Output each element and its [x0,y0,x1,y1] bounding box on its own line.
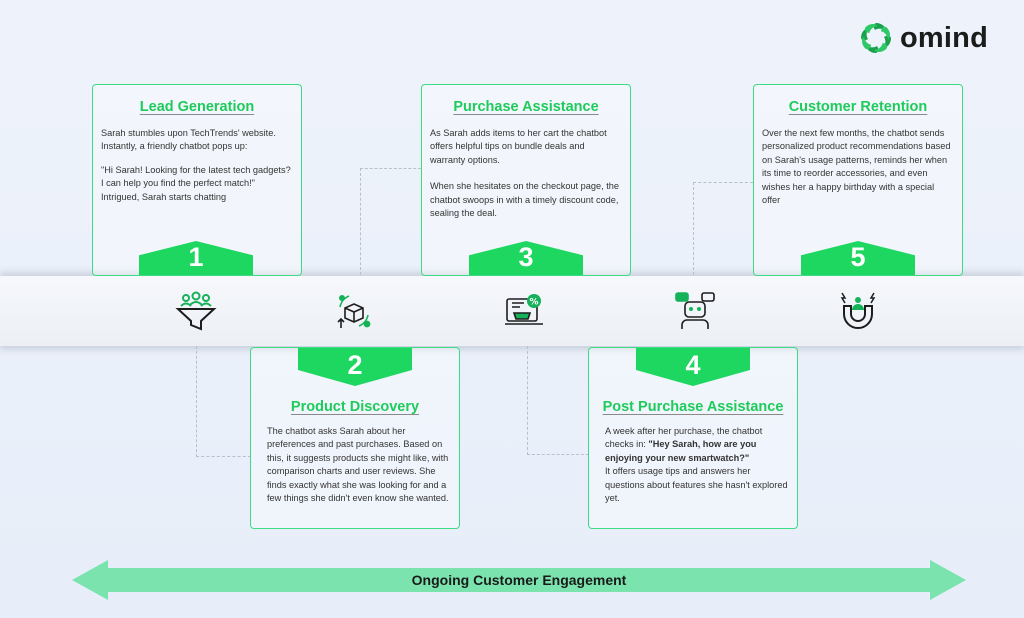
swirl-logo-icon [861,23,891,53]
connector-4 [527,346,589,455]
engagement-label: Ongoing Customer Engagement [411,572,627,588]
stage-description: Over the next few months, the chatbot se… [762,127,954,207]
stage-card-post-purchase-assistance: 4 Post Purchase Assistance A week after … [588,347,798,529]
stage-card-product-discovery: 2 Product Discovery The chatbot asks Sar… [250,347,460,529]
stage-text: Over the next few months, the chatbot se… [762,128,951,206]
stage-title: Product Discovery [290,399,420,415]
stage-title: Post Purchase Assistance [602,399,784,415]
stage-text: Intrigued, Sarah starts chatting [101,191,227,202]
engagement-double-arrow [72,560,966,600]
stage-text: A week after her purchase, the chatbot c… [605,425,791,465]
svg-text:%: % [529,298,538,308]
stage-quote: "Hey Sarah, how are you enjoying your ne… [605,439,757,463]
brand-logo: omind [858,20,988,56]
magnet-customer-icon [840,292,876,329]
stage-text: When she hesitates on the checkout page,… [430,181,619,219]
funnel-people-icon [175,291,217,331]
stage-text: It offers usage tips and answers her que… [605,466,788,504]
stage-description: As Sarah adds items to her cart the chat… [430,127,622,220]
stage-number-badge: 3 [469,241,583,275]
stage-text: As Sarah adds items to her cart the chat… [430,128,607,165]
stage-card-lead-generation: Lead Generation Sarah stumbles upon Tech… [92,84,302,276]
stage-number-badge: 4 [636,348,750,386]
stage-quote: "Hi Sarah! Looking for the latest tech g… [101,164,291,189]
stage-title: Lead Generation [139,99,255,115]
chatbot-robot-icon [675,292,715,329]
connector-5 [693,182,753,275]
stage-text-lead: A week after her purchase, the chatbot c… [605,426,763,450]
connector-3 [360,168,421,275]
timeline-band [0,276,1024,346]
stage-text: Sarah stumbles upon TechTrends' website.… [101,128,276,152]
stage-number-badge: 1 [139,241,253,275]
product-cycle-icon [337,295,371,328]
stage-description: A week after her purchase, the chatbot c… [605,425,791,505]
stage-text: The chatbot asks Sarah about her prefere… [267,426,449,504]
stage-description: Sarah stumbles upon TechTrends' website.… [101,127,293,204]
stage-card-purchase-assistance: Purchase Assistance As Sarah adds items … [421,84,631,276]
connector-2 [196,346,251,457]
brand-name: omind [900,21,988,54]
stage-number-badge: 2 [298,348,412,386]
stage-card-customer-retention: Customer Retention Over the next few mon… [753,84,963,276]
stage-title: Customer Retention [788,99,928,115]
stage-number-badge: 5 [801,241,915,275]
stage-description: The chatbot asks Sarah about her prefere… [267,425,453,505]
online-shop-discount-icon: % [505,294,543,325]
stage-title: Purchase Assistance [453,99,599,115]
